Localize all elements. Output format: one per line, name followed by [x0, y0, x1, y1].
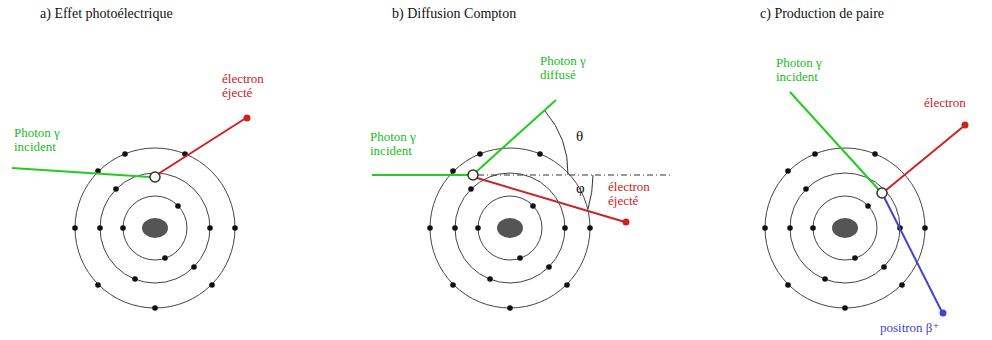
electron-ray	[158, 118, 246, 174]
panel-title: b) Diffusion Compton	[392, 6, 516, 22]
electron-ray	[885, 126, 964, 191]
atom	[72, 148, 238, 311]
hit-electron	[877, 188, 887, 198]
electron-label: électron éjecté	[608, 180, 663, 208]
positron-ray	[884, 197, 942, 312]
photon-label: Photon γ incident	[776, 56, 838, 84]
photon-ray	[372, 174, 468, 176]
electron-dot	[244, 115, 251, 122]
photon-label: Photon γ incident	[370, 130, 432, 158]
photon-label: Photon γ diffusé	[540, 54, 602, 82]
electron-ray	[477, 178, 625, 222]
electron-label: électron	[924, 96, 980, 110]
angle-arc	[545, 111, 568, 175]
electron-dot	[623, 219, 630, 226]
photon-label: Photon γ incident	[14, 126, 76, 154]
angle-symbol: θ	[576, 128, 583, 144]
panel-title: a) Effet photoélectrique	[40, 6, 173, 22]
scattered-photon-ray	[476, 100, 556, 172]
hit-electron	[468, 170, 478, 180]
reference-axis	[478, 175, 672, 176]
positron-dot	[940, 310, 947, 317]
electron-dot	[962, 122, 969, 129]
electron-label: électron éjecté	[222, 72, 277, 100]
panel-title: c) Production de paire	[760, 6, 884, 22]
angle-arc	[588, 175, 593, 209]
hit-electron	[150, 172, 160, 182]
angle-symbol: φ	[576, 180, 585, 196]
positron-label: positron β⁺	[880, 321, 939, 335]
photon-ray	[790, 92, 879, 190]
atom	[762, 148, 928, 311]
photon-ray	[12, 168, 150, 177]
